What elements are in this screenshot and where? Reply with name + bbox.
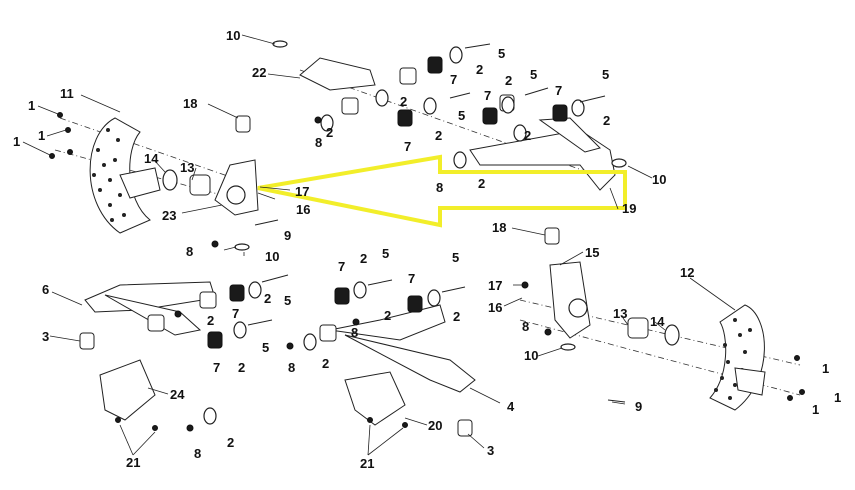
highlight-arrow xyxy=(257,154,627,228)
callout-15: 15 xyxy=(585,245,599,260)
svg-text:1: 1 xyxy=(812,402,819,417)
callout-24: 24 xyxy=(170,387,185,402)
callout-2: 2 xyxy=(326,125,333,140)
right-knuckle xyxy=(549,261,591,339)
callout-7: 7 xyxy=(555,83,562,98)
callout-7: 7 xyxy=(484,88,491,103)
callout-17: 17 xyxy=(295,184,309,199)
callout-7: 7 xyxy=(450,72,457,87)
callout-8: 8 xyxy=(351,325,358,340)
callout-17: 17 xyxy=(488,278,502,293)
callout-21: 21 xyxy=(360,456,374,471)
callout-5: 5 xyxy=(602,67,609,82)
callout-2: 2 xyxy=(264,291,271,306)
callout-8: 8 xyxy=(436,180,443,195)
right-skid-guard xyxy=(344,371,406,426)
callout-14: 14 xyxy=(144,151,159,166)
callout-13: 13 xyxy=(180,160,194,175)
callout-8: 8 xyxy=(315,135,322,150)
callout-2: 2 xyxy=(478,176,485,191)
callout-18: 18 xyxy=(183,96,197,111)
callout-10: 10 xyxy=(652,172,666,187)
callout-7: 7 xyxy=(213,360,220,375)
left-brake-disc xyxy=(89,117,161,234)
callout-2: 2 xyxy=(207,313,214,328)
callout-8: 8 xyxy=(194,446,201,461)
callout-16: 16 xyxy=(296,202,310,217)
left-knuckle xyxy=(214,159,259,216)
callout-7: 7 xyxy=(232,306,239,321)
callout-5: 5 xyxy=(530,67,537,82)
callout-5: 5 xyxy=(382,246,389,261)
axis-lines xyxy=(54,69,801,396)
callout-2: 2 xyxy=(238,360,245,375)
callout-13: 13 xyxy=(613,306,627,321)
callout-12: 12 xyxy=(680,265,694,280)
callout-1: 1 xyxy=(38,128,45,143)
callout-7: 7 xyxy=(338,259,345,274)
callout-labels: 1 1 1 1 1 1 2 2 2 2 2 2 2 2 2 2 2 2 2 2 … xyxy=(13,28,841,471)
callout-5: 5 xyxy=(498,46,505,61)
callout-2: 2 xyxy=(384,308,391,323)
callout-2: 2 xyxy=(476,62,483,77)
callout-10: 10 xyxy=(265,249,279,264)
callout-2: 2 xyxy=(453,309,460,324)
callout-18: 18 xyxy=(492,220,506,235)
callout-9: 9 xyxy=(284,228,291,243)
callout-5: 5 xyxy=(284,293,291,308)
callout-3: 3 xyxy=(487,443,494,458)
leader-lines xyxy=(22,34,736,456)
callout-2: 2 xyxy=(505,73,512,88)
callout-22: 22 xyxy=(252,65,266,80)
callout-1: 1 xyxy=(834,390,841,405)
callout-21: 21 xyxy=(126,455,140,470)
callout-5: 5 xyxy=(262,340,269,355)
callout-3: 3 xyxy=(42,329,49,344)
callout-10: 10 xyxy=(524,348,538,363)
callout-2: 2 xyxy=(400,94,407,109)
callout-6: 6 xyxy=(42,282,49,297)
callout-2: 2 xyxy=(227,435,234,450)
callout-2: 2 xyxy=(435,128,442,143)
callout-4: 4 xyxy=(507,399,515,414)
callout-2: 2 xyxy=(360,251,367,266)
callout-11: 11 xyxy=(60,86,74,101)
right-lower-a-arm xyxy=(329,304,476,393)
callout-7: 7 xyxy=(408,271,415,286)
callout-2: 2 xyxy=(524,128,531,143)
callout-10: 10 xyxy=(226,28,240,43)
callout-7: 7 xyxy=(404,139,411,154)
callout-5: 5 xyxy=(452,250,459,265)
callout-1: 1 xyxy=(822,361,829,376)
callout-8: 8 xyxy=(288,360,295,375)
callout-1: 1 xyxy=(13,134,20,149)
left-skid-guard xyxy=(99,359,156,421)
callout-5: 5 xyxy=(458,108,465,123)
callout-8: 8 xyxy=(522,319,529,334)
callout-2: 2 xyxy=(603,113,610,128)
callout-9: 9 xyxy=(635,399,642,414)
right-brake-disc xyxy=(709,304,766,411)
callout-14: 14 xyxy=(650,314,665,329)
callout-8: 8 xyxy=(186,244,193,259)
callout-16: 16 xyxy=(488,300,502,315)
callout-20: 20 xyxy=(428,418,442,433)
callout-19: 19 xyxy=(622,201,636,216)
callout-23: 23 xyxy=(162,208,176,223)
callout-1: 1 xyxy=(28,98,35,113)
hardware xyxy=(49,40,805,437)
callout-2: 2 xyxy=(322,356,329,371)
